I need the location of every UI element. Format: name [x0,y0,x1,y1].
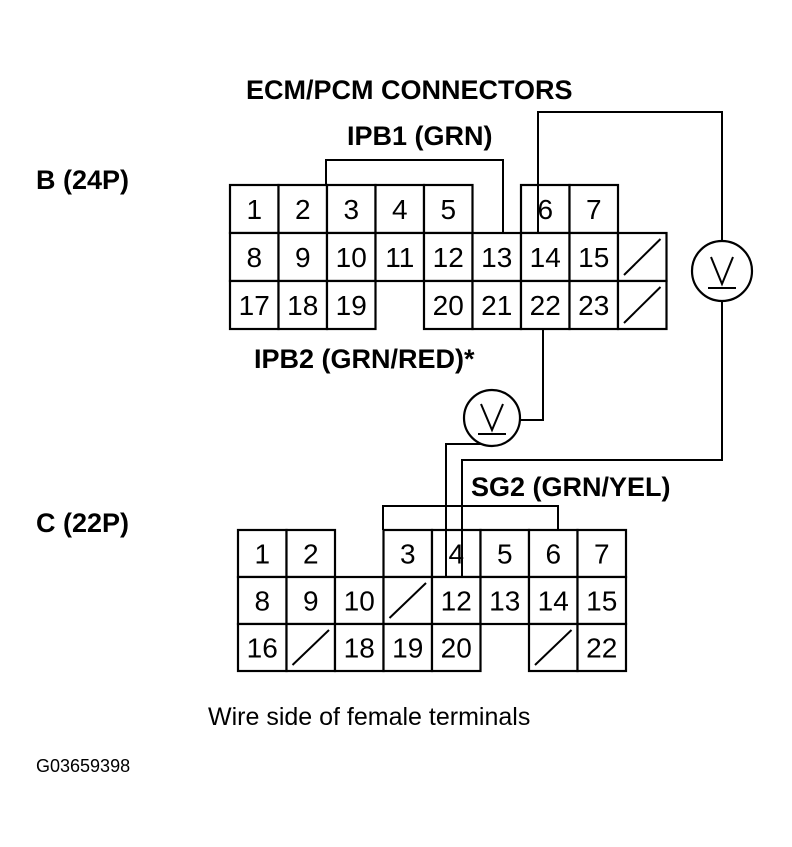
connector-b-pin-18: 18 [287,290,318,321]
connector-c-cell [576,622,628,673]
sg2-wire [382,505,559,530]
connector-c-pin-1: 1 [254,539,270,570]
connector-c-cell [382,622,434,673]
connector-c-cell [479,575,531,626]
connector-b-pin-17: 17 [239,290,270,321]
meter-1-wire [537,111,723,242]
connector-c-pin-16: 16 [247,633,278,664]
connector-b-label: B (24P) [36,165,129,195]
connector-c-blank-cavity [534,629,573,666]
connector-b-pin-21: 21 [481,290,512,321]
connector-b-cell [325,279,377,331]
connector-c-blank-cavity [388,582,427,619]
connector-c-pin-13: 13 [489,586,520,617]
connector-b-pin-10: 10 [336,242,367,273]
connector-b-pin-7: 7 [586,194,602,225]
connector-b-blank-cavity [623,238,662,276]
diagram-title: ECM/PCM CONNECTORS [246,75,573,105]
ipb1-wire [325,159,504,232]
ipb2-wire-label: IPB2 (GRN/RED)* [254,344,475,374]
connector-b-pin-12: 12 [433,242,464,273]
connector-b-pin-15: 15 [578,242,609,273]
connector-b-pin-3: 3 [343,194,359,225]
connector-c-pin-6: 6 [545,539,561,570]
connector-c-cell [236,622,288,673]
connector-c-pin-5: 5 [497,539,513,570]
connector-c-cell [285,528,337,579]
ipb1-wire-label: IPB1 (GRN) [347,121,493,151]
connector-b-cell [422,231,474,283]
connector-c-pin-3: 3 [400,539,416,570]
connector-c-pin-7: 7 [594,539,610,570]
connector-b-pin-11: 11 [385,242,414,273]
connector-c-pin-2: 2 [303,539,319,570]
connector-b-pin-4: 4 [392,194,408,225]
connector-b-pin-9: 9 [295,242,311,273]
connector-c-pin-14: 14 [538,586,569,617]
connector-c-pin-9: 9 [303,586,319,617]
connector-b-cell [325,231,377,283]
connector-c-blank-cavity [291,629,330,666]
connector-c-pin-15: 15 [586,586,617,617]
connector-b-pin-13: 13 [481,242,512,273]
caption: Wire side of female terminals [208,703,530,731]
connector-c-label: C (22P) [36,508,129,538]
connector-c-pin-8: 8 [254,586,270,617]
connector-c-cell [333,575,385,626]
meter-2-return-wire [445,443,492,577]
connector-b-pin-22: 22 [530,290,561,321]
connector-c-pin-20: 20 [441,633,472,664]
connector-c-cell [576,575,628,626]
meter-2-wire [518,330,544,421]
voltmeter-1 [690,239,754,303]
connector-b-cell [228,279,280,331]
connector-b-pin-19: 19 [336,290,367,321]
connector-c-cell [333,622,385,673]
voltmeter-2 [462,388,522,448]
connector-b-blank-cavity [623,286,662,324]
sg2-wire-label: SG2 (GRN/YEL) [471,472,671,502]
meter-1-return-wire [461,300,723,577]
connector-c-pin-4: 4 [448,539,464,570]
connector-c-pin-12: 12 [441,586,472,617]
connector-b-pin-23: 23 [578,290,609,321]
connector-b-pin-8: 8 [246,242,262,273]
figure-code: G03659398 [36,756,130,776]
connector-c-pin-10: 10 [344,586,375,617]
connector-c-pin-22: 22 [586,633,617,664]
connector-c-pin-18: 18 [344,633,375,664]
connector-c-cell [382,528,434,579]
connector-b-cell [277,279,329,331]
connector-b-cell [228,231,280,283]
connector-b-pin-1: 1 [246,194,262,225]
connector-c-cell [430,622,482,673]
connector-b-pin-5: 5 [440,194,456,225]
connector-b-cell [568,279,620,331]
connector-b-pin-20: 20 [433,290,464,321]
connector-b-pin-14: 14 [530,242,561,273]
connector-b-cell [471,279,523,331]
connector-b-pin-6: 6 [537,194,553,225]
connector-c-cell [527,528,579,579]
connector-c-pin-19: 19 [392,633,423,664]
connector-b-cell [422,279,474,331]
connector-b-pin-2: 2 [295,194,311,225]
